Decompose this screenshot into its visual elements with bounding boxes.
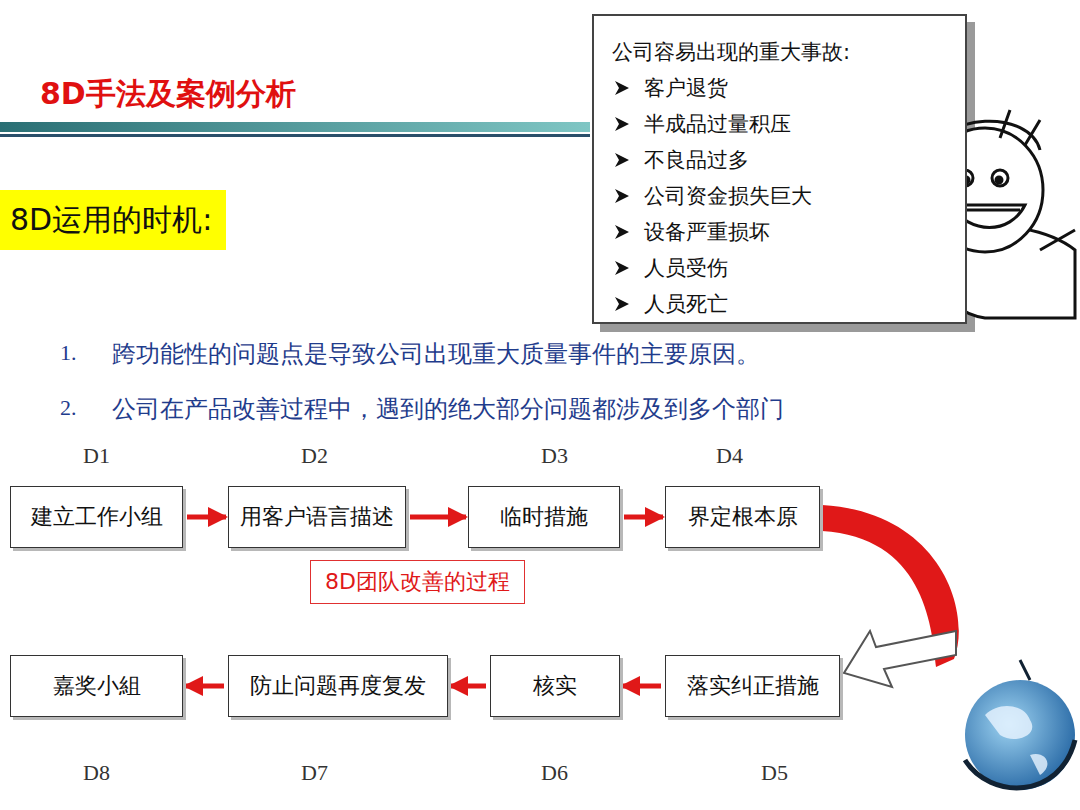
slide-title: 8D手法及案例分析 xyxy=(40,74,296,115)
process-box: D6核实 xyxy=(490,655,620,717)
flow-arrow xyxy=(624,517,663,518)
step-number: D8 xyxy=(83,760,110,786)
caption-text: 8D团队改善的过程 xyxy=(325,567,510,597)
process-box: D3临时措施 xyxy=(468,486,620,548)
label-text: 8D运用的时机: xyxy=(10,200,212,241)
bullet-arrow xyxy=(612,114,632,134)
item-text: 客户退货 xyxy=(644,74,728,102)
flow-arrow xyxy=(822,505,959,687)
step-text: 建立工作小组 xyxy=(31,502,163,532)
step-number: D4 xyxy=(716,443,743,469)
step-number: D6 xyxy=(541,760,568,786)
item-text: 人员受伤 xyxy=(644,254,728,282)
bullet-arrow xyxy=(612,222,632,242)
item-text: 公司资金损失巨大 xyxy=(644,182,812,210)
process-box: D5落实纠正措施 xyxy=(665,655,840,717)
highlight-label: 8D运用的时机: xyxy=(0,190,226,250)
bullet-arrow xyxy=(612,294,632,314)
list-number: 2. xyxy=(60,395,77,421)
list-item: 不良品过多 xyxy=(612,142,955,178)
process-box: D2用客户语言描述 xyxy=(228,486,406,548)
item-text: 公司容易出现的重大事故: xyxy=(612,38,850,66)
item-text: 设备严重损坏 xyxy=(644,218,770,246)
process-box: D4界定根本原 xyxy=(665,486,820,548)
callout-box: 公司容易出现的重大事故: 客户退货半成品过量积压不良品过多公司资金损失巨大设备严重… xyxy=(592,14,967,324)
list-item: 人员死亡 xyxy=(612,286,955,322)
title-bar-line xyxy=(0,134,590,137)
process-box: D7防止问题再度复发 xyxy=(228,655,448,717)
step-text: 落实纠正措施 xyxy=(687,671,819,701)
note-text: 公司在产品改善过程中，遇到的绝大部分问题都涉及到多个部门 xyxy=(112,393,784,425)
step-number: D3 xyxy=(541,443,568,469)
globe-icon xyxy=(965,660,1075,790)
item-text: 人员死亡 xyxy=(644,290,728,318)
note-text: 跨功能性的问题点是导致公司出现重大质量事件的主要原因。 xyxy=(112,338,760,370)
step-text: 临时措施 xyxy=(500,502,588,532)
flow-arrow xyxy=(185,686,224,687)
bullet-arrow xyxy=(612,258,632,278)
title-bar xyxy=(0,122,590,132)
process-box: D8嘉奖小組 xyxy=(10,655,183,717)
process-caption-box: 8D团队改善的过程 xyxy=(310,560,525,604)
step-number: D2 xyxy=(301,443,328,469)
step-text: 用客户语言描述 xyxy=(240,502,394,532)
list-item: 半成品过量积压 xyxy=(612,106,955,142)
bullet-arrow xyxy=(612,150,632,170)
step-number: D5 xyxy=(761,760,788,786)
step-text: 核实 xyxy=(533,671,577,701)
step-text: 防止问题再度复发 xyxy=(250,671,426,701)
step-text: 界定根本原 xyxy=(688,502,798,532)
bullet-arrow xyxy=(612,78,632,98)
flow-arrow xyxy=(187,517,226,518)
bullet-arrow xyxy=(612,186,632,206)
flow-arrow xyxy=(410,517,466,518)
item-text: 不良品过多 xyxy=(644,146,749,174)
step-number: D7 xyxy=(301,760,328,786)
step-number: D1 xyxy=(83,443,110,469)
list-item: 设备严重损坏 xyxy=(612,214,955,250)
step-text: 嘉奖小組 xyxy=(53,671,141,701)
list-number: 1. xyxy=(60,340,77,366)
flow-arrow xyxy=(622,686,661,687)
list-item: 公司资金损失巨大 xyxy=(612,178,955,214)
item-text: 半成品过量积压 xyxy=(644,110,791,138)
flow-arrow xyxy=(450,686,486,687)
list-item: 人员受伤 xyxy=(612,250,955,286)
list-item: 客户退货 xyxy=(612,70,955,106)
process-box: D1建立工作小组 xyxy=(10,486,183,548)
callout-heading: 公司容易出现的重大事故: xyxy=(612,34,955,70)
